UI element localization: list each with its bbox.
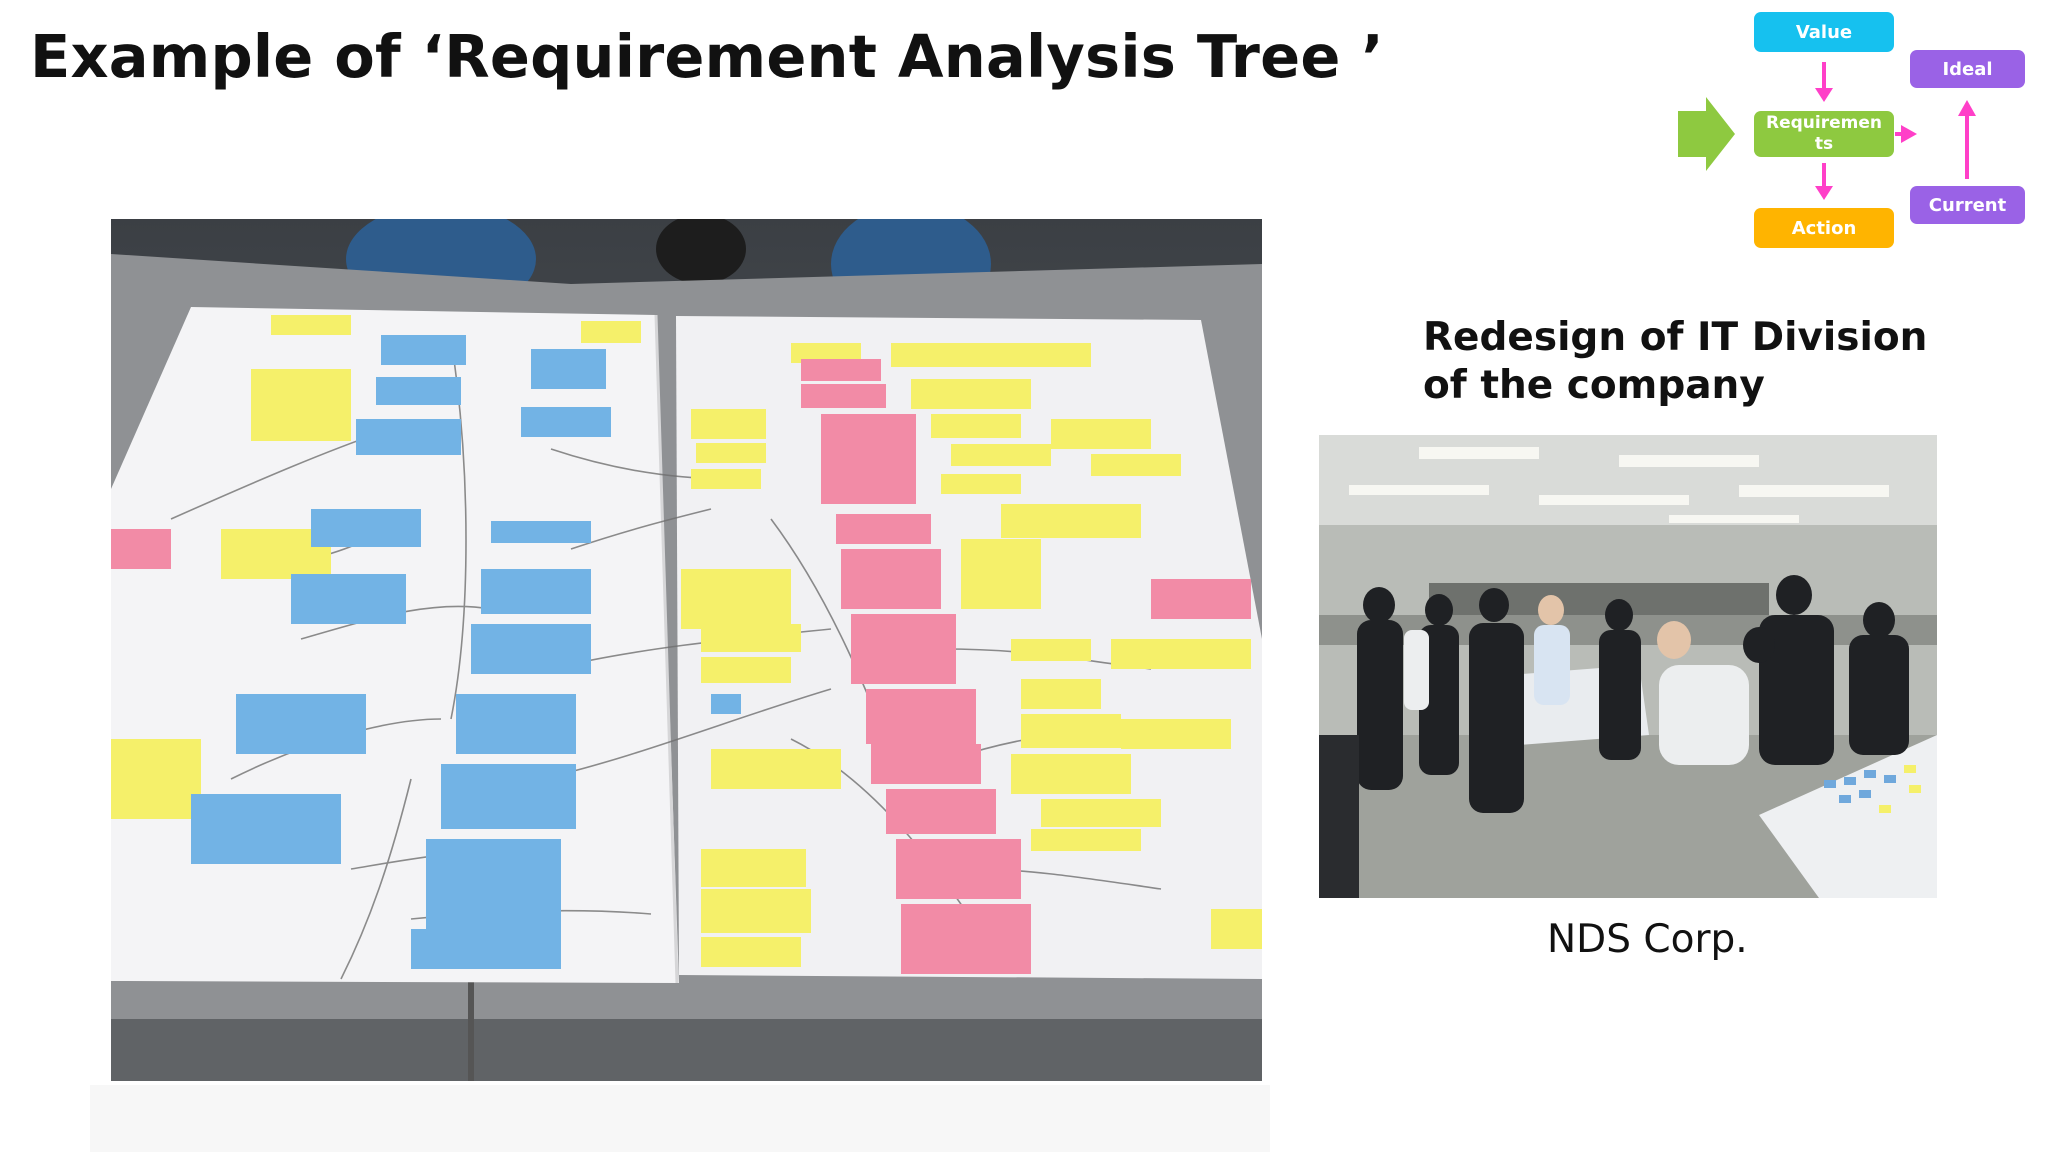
page-title: Example of ‘Requirement Analysis Tree ’	[30, 22, 1384, 91]
workshop-photo	[1319, 435, 1937, 898]
redesign-caption: Redesign of IT Division of the company	[1423, 314, 1983, 410]
action-box: Action	[1754, 208, 1894, 248]
redesign-caption-line1: Redesign of IT Division	[1423, 315, 1928, 360]
redesign-caption-line2: of the company	[1423, 363, 1765, 408]
requirements-box: Requiremen ts	[1754, 111, 1894, 157]
current-box: Current	[1910, 186, 2025, 224]
footer-shade	[90, 1085, 1270, 1152]
tree-photo	[111, 219, 1262, 1081]
ideal-box: Ideal	[1910, 50, 2025, 88]
tree-photo-image	[111, 219, 1262, 1081]
company-caption: NDS Corp.	[1547, 917, 1748, 962]
value-box: Value	[1754, 12, 1894, 52]
workshop-photo-image	[1319, 435, 1937, 898]
big-arrow-icon	[1678, 97, 1735, 171]
